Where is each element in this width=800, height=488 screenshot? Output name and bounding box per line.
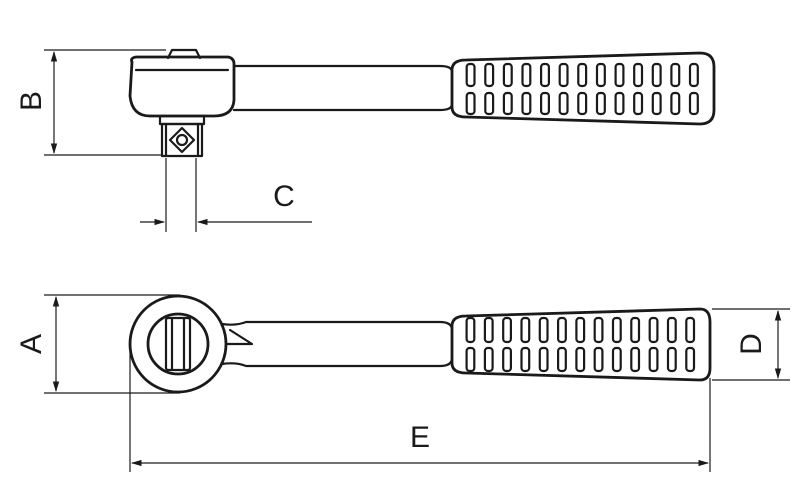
grip-ridge <box>688 91 699 116</box>
top-view <box>128 294 712 394</box>
grip-ridge <box>502 91 513 116</box>
grip-ridge <box>648 346 659 373</box>
grip-ridge <box>666 316 677 344</box>
dimension-d <box>712 308 790 381</box>
grip-ridge <box>484 91 495 116</box>
grip-ridges-side <box>465 62 699 116</box>
grip-ridge <box>465 91 476 116</box>
grip-ridge <box>558 91 569 116</box>
grip-ridge <box>575 316 586 344</box>
grip-ridge <box>575 346 586 373</box>
grip-ridge <box>633 62 644 88</box>
grip-ridge <box>556 316 567 344</box>
grip-ridge <box>521 62 532 88</box>
grip-ridges-top <box>465 316 696 373</box>
grip-ridge <box>484 62 495 88</box>
grip-ridge <box>465 316 476 344</box>
grip-ridge <box>670 91 681 116</box>
dimension-label-a: A <box>15 333 48 355</box>
grip-ridge <box>465 62 476 88</box>
grip-ridge <box>670 62 681 88</box>
grip-ridge <box>521 91 532 116</box>
grip-ridge <box>556 346 567 373</box>
grip-ridge <box>465 346 476 373</box>
dimension-label-b: B <box>15 90 48 112</box>
grip-ridge <box>630 316 641 344</box>
grip-ridge <box>630 346 641 373</box>
dimension-label-d: D <box>735 333 768 355</box>
grip-ridge <box>539 91 550 116</box>
grip-ridge <box>593 316 604 344</box>
grip-ridge <box>483 346 494 373</box>
dimension-label-c: C <box>273 180 295 213</box>
grip-ridge <box>688 62 699 88</box>
grip-ridge <box>539 62 550 88</box>
grip-ridge <box>614 62 625 88</box>
grip-ridge <box>538 316 549 344</box>
grip-ridge <box>648 316 659 344</box>
grip-ridge <box>611 316 622 344</box>
grip-ridge <box>538 346 549 373</box>
grip-ridge <box>577 62 588 88</box>
grip-ridge <box>502 316 513 344</box>
grip-ridge <box>611 346 622 373</box>
grip-ridge <box>520 346 531 373</box>
dimension-b <box>44 49 166 156</box>
grip-ridge <box>633 91 644 116</box>
dimension-e <box>129 352 711 472</box>
grip-ridge <box>502 62 513 88</box>
grip-ridge <box>685 316 696 344</box>
grip-ridge <box>685 346 696 373</box>
grip-ridge <box>593 346 604 373</box>
dimension-label-e: E <box>409 421 431 454</box>
grip-ridge <box>614 91 625 116</box>
grip-ridge <box>595 91 606 116</box>
side-view <box>128 48 716 158</box>
dimension-a <box>44 294 180 394</box>
dimension-c <box>140 158 312 232</box>
grip-ridge <box>666 346 677 373</box>
grip-ridge <box>651 91 662 116</box>
grip-ridge <box>520 316 531 344</box>
grip-ridge <box>483 316 494 344</box>
grip-ridge <box>577 91 588 116</box>
grip-ridge <box>502 346 513 373</box>
grip-ridge <box>558 62 569 88</box>
grip-ridge <box>595 62 606 88</box>
grip-ridge <box>651 62 662 88</box>
